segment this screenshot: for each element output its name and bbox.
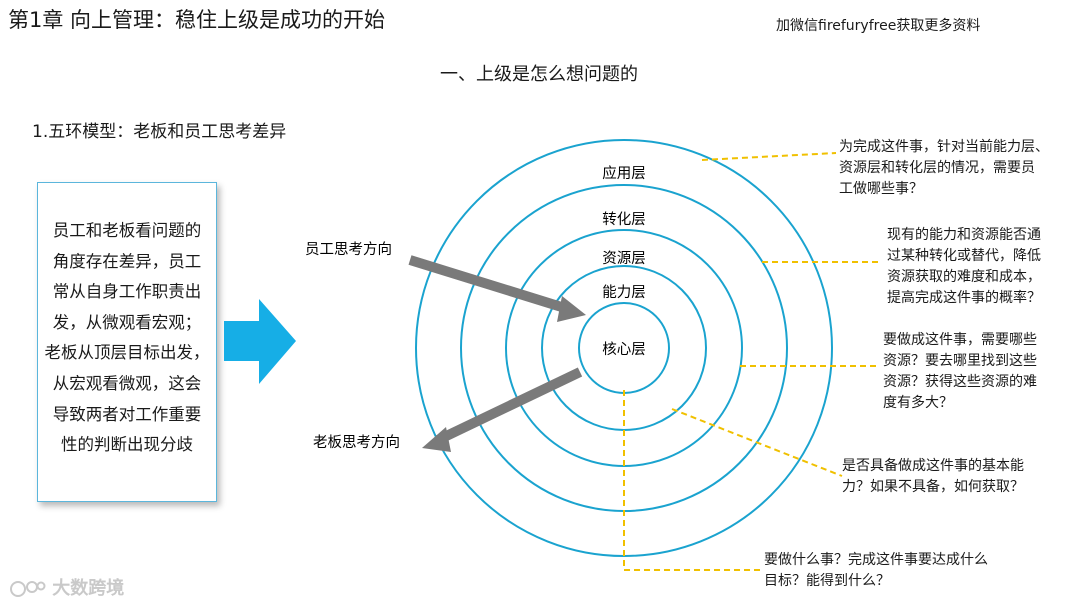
explanation-line: 角度存在差异，员工 [52, 251, 202, 271]
explanation-line: 常从自身工作职责出 [52, 282, 202, 302]
boss-direction-arrow [422, 367, 583, 452]
note-line: 力？如果不具备，如何获取？ [842, 479, 1024, 495]
note-line: 资源层和转化层的情况，需要员 [839, 160, 1035, 176]
section-title: 一、上级是怎么想问题的 [440, 64, 638, 85]
ring-label-application: 应用层 [602, 164, 646, 182]
note-transformation: 现有的能力和资源能否通 过某种转化或替代，降低 资源获取的难度和成本， 提高完成… [887, 225, 1041, 309]
explanation-line: 发，从微观看宏观； [52, 312, 202, 332]
explanation-box: 员工和老板看问题的 角度存在差异，员工 常从自身工作职责出 发，从微观看宏观； … [37, 182, 217, 502]
ring-label-transformation: 转化层 [602, 211, 646, 228]
note-line: 为完成这件事，针对当前能力层、 [839, 139, 1049, 155]
explanation-line: 从宏观看微观，这会 [52, 373, 202, 393]
note-line: 资源？获得这些资源的难 [883, 374, 1037, 390]
note-line: 现有的能力和资源能否通 [887, 227, 1041, 243]
explanation-line: 老板从顶层目标出发， [44, 343, 210, 363]
employee-direction-label: 员工思考方向 [305, 241, 392, 258]
explanation-line: 性的判断出现分歧 [61, 435, 193, 455]
promo-text: 加微信firefuryfree获取更多资料 [776, 18, 981, 34]
ring-label-capability: 能力层 [602, 284, 646, 301]
note-application: 为完成这件事，针对当前能力层、 资源层和转化层的情况，需要员 工做哪些事？ [839, 137, 1049, 200]
note-line: 资源？要去哪里找到这些 [883, 353, 1037, 369]
note-line: 度有多大？ [883, 395, 953, 411]
note-capability: 是否具备做成这件事的基本能 力？如果不具备，如何获取？ [842, 456, 1024, 498]
chapter-title: 第1章 向上管理：稳住上级是成功的开始 [8, 8, 386, 32]
note-line: 资源获取的难度和成本， [887, 269, 1041, 285]
note-line: 提高完成这件事的概率？ [887, 290, 1041, 306]
note-line: 目标？能得到什么？ [764, 573, 890, 589]
ring-label-resource: 资源层 [602, 250, 646, 267]
note-core: 要做什么事？完成这件事要达成什么 目标？能得到什么？ [764, 550, 988, 592]
note-resource: 要做成这件事，需要哪些 资源？要去哪里找到这些 资源？获得这些资源的难 度有多大… [883, 330, 1037, 414]
watermark-text: 大数跨境 [52, 578, 125, 599]
leader-application [701, 152, 837, 161]
note-line: 要做什么事？完成这件事要达成什么 [764, 552, 988, 568]
explanation-line: 员工和老板看问题的 [52, 221, 202, 240]
watermark: 大数跨境 [8, 574, 124, 600]
leader-core [623, 390, 760, 571]
note-line: 工做哪些事？ [839, 181, 923, 197]
boss-direction-label: 老板思考方向 [313, 433, 400, 451]
leader-capability [671, 408, 843, 477]
note-line: 是否具备做成这件事的基本能 [842, 458, 1024, 474]
note-line: 过某种转化或替代，降低 [887, 248, 1041, 264]
subsection-title: 1.五环模型：老板和员工思考差异 [32, 122, 287, 142]
employee-direction-arrow [408, 255, 586, 322]
big-right-arrow [224, 299, 296, 384]
watermark-logo-icon [8, 579, 46, 599]
ring-label-core: 核心层 [602, 341, 646, 358]
explanation-text: 员工和老板看问题的 角度存在差异，员工 常从自身工作职责出 发，从微观看宏观； … [38, 216, 216, 461]
explanation-line: 导致两者对工作重要 [52, 404, 202, 424]
note-line: 要做成这件事，需要哪些 [883, 332, 1037, 348]
